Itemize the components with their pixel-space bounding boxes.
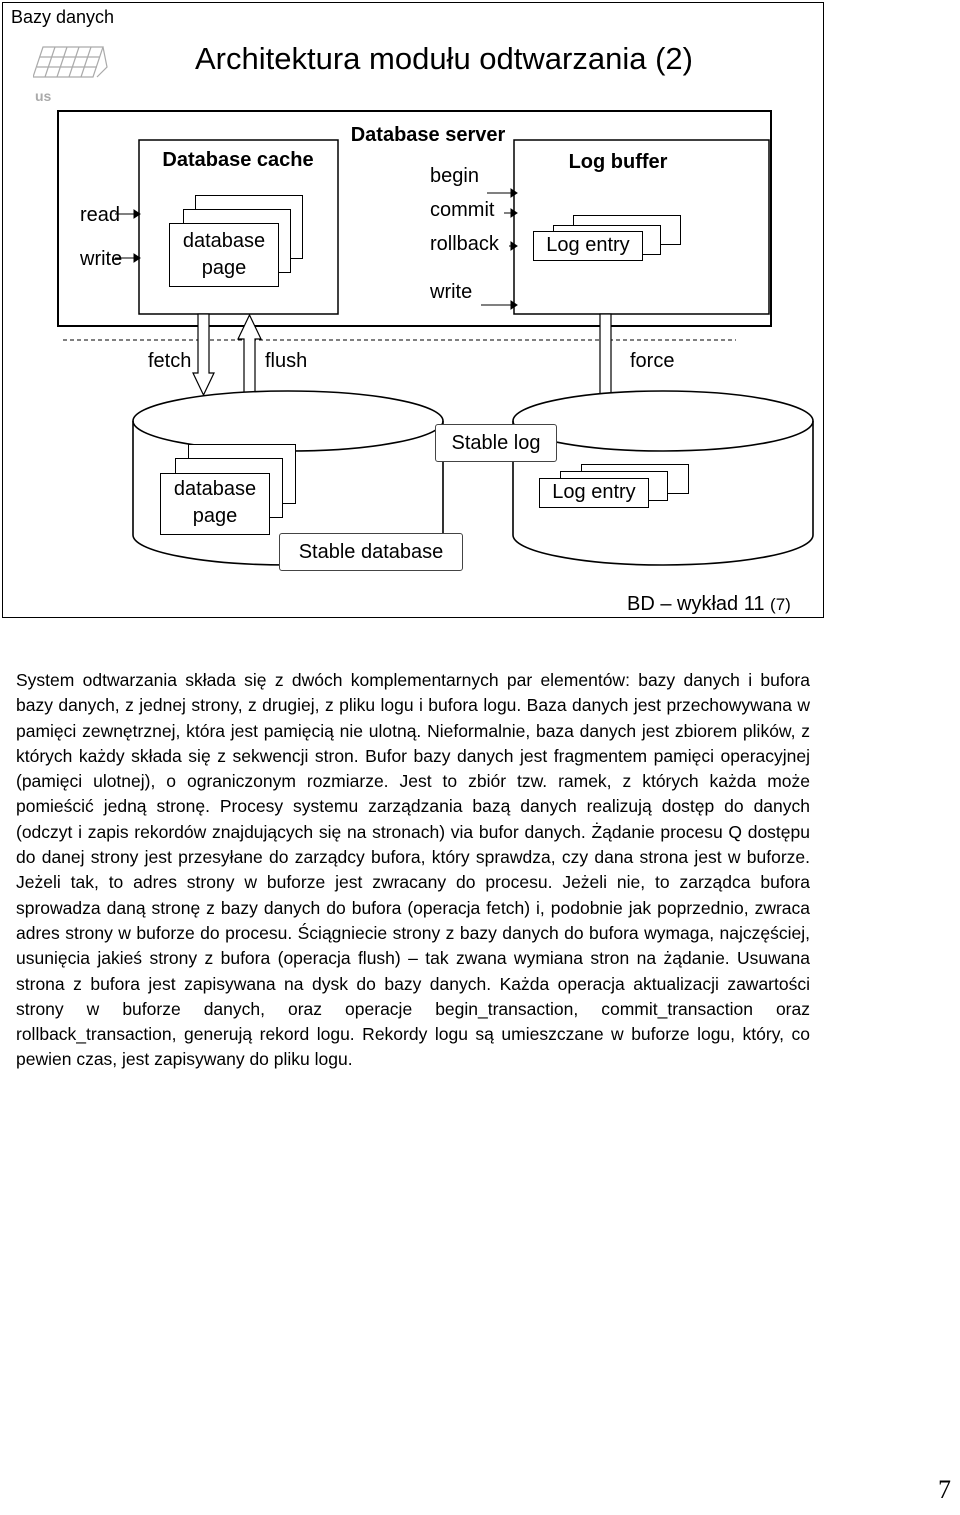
op-write: write [80, 248, 123, 270]
body-paragraph: System odtwarzania składa się z dwóch ko… [16, 670, 810, 1070]
database-server-title: Database server [350, 124, 506, 146]
flush-label: flush [265, 350, 308, 372]
slide: Bazy danych us Architektura modułu odtwa… [2, 2, 824, 618]
course-name: Bazy danych [11, 7, 115, 27]
stable-database-label: Stable database [279, 533, 463, 571]
body-text: System odtwarzania składa się z dwóch ko… [16, 668, 810, 1073]
slide-footer: BD – wykład 11 (7) [627, 593, 791, 616]
page-number: 7 [938, 1475, 951, 1504]
op-read: read [80, 204, 121, 226]
buffer-log-entry: Log entry [533, 231, 643, 261]
op-rollback: rollback [430, 233, 499, 255]
svg-text:us: us [35, 88, 52, 104]
stable-log-label: Stable log [435, 424, 557, 462]
stable-database-page: database page [160, 473, 270, 535]
cache-database-page: database page [169, 223, 279, 287]
op-write-log: write [430, 281, 473, 303]
fetch-label: fetch [148, 350, 192, 372]
op-commit: commit [430, 199, 495, 221]
footer-number: (7) [770, 595, 791, 614]
logo-icon: us [32, 37, 113, 107]
diagram-lines [57, 110, 814, 566]
stable-log-entry: Log entry [539, 478, 649, 508]
log-buffer-title: Log buffer [568, 151, 668, 173]
force-label: force [630, 350, 675, 372]
footer-label: BD – wykład 11 [627, 593, 765, 615]
op-begin: begin [430, 165, 479, 187]
database-cache-title: Database cache [162, 149, 314, 171]
slide-title: Architektura modułu odtwarzania (2) [195, 41, 693, 76]
